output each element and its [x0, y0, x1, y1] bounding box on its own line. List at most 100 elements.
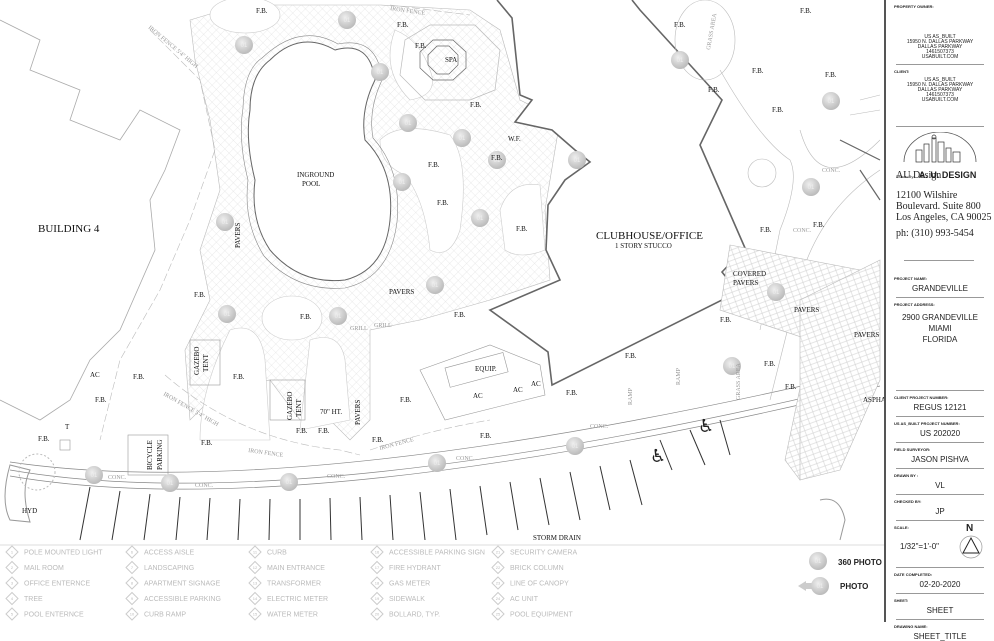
pavers-label: PAVERS — [234, 223, 242, 248]
conc-label: CONC. — [822, 168, 841, 174]
hydrant-island — [4, 464, 31, 523]
iron-fence-label: IRON FENCE — [248, 448, 284, 459]
photo-360-marker[interactable]: 01 — [723, 357, 741, 375]
legend-diamond-icon — [491, 607, 505, 621]
firm-name: AU Design — [896, 170, 942, 181]
photo-360-marker[interactable]: 01 — [235, 36, 253, 54]
grill-label: GRILL — [374, 323, 392, 329]
legend-label: MAIL ROOM — [24, 565, 64, 572]
legend-number: 10 — [130, 612, 135, 617]
drawing-name-caption: DRAWING NAME: — [894, 624, 928, 629]
photo-360-marker[interactable]: 01 — [822, 92, 840, 110]
legend-diamond-icon — [125, 576, 139, 590]
photo-360-icon — [809, 552, 827, 570]
project-name-caption: PROJECT NAME: — [894, 276, 928, 281]
ac-label: AC — [531, 380, 541, 388]
owner-line: USABUILT.COM — [921, 54, 959, 60]
legend-diamond-icon — [370, 545, 384, 559]
legend-diamond-icon — [370, 591, 384, 606]
ramp-label: RAMP — [676, 367, 682, 385]
grass-area-label: GRASS AREA — [736, 362, 742, 400]
photo-360-marker[interactable]: 01 — [280, 473, 298, 491]
photo-number: 01 — [399, 180, 406, 186]
fb-label: F.B. — [772, 106, 784, 114]
legend-label: BOLLARD, TYP. — [389, 612, 440, 619]
date-caption: DATE COMPLETED: — [894, 572, 933, 577]
legend-photo: 01 PHOTO — [798, 577, 868, 595]
photo-360-marker[interactable]: 01 — [216, 213, 234, 231]
project-address-line: MIAMI — [928, 324, 952, 333]
sheet: SHEET — [926, 606, 954, 615]
logo-text: A. U. DESIGN — [918, 170, 977, 180]
photo-360-marker[interactable]: 01 — [671, 51, 689, 69]
legend-label: APARTMENT SIGNAGE — [144, 581, 221, 588]
legend-label: CURB — [267, 550, 287, 557]
photo-360-marker[interactable]: 01 — [453, 129, 471, 147]
photo-360-marker[interactable]: 01 — [338, 11, 356, 29]
photo-360-marker[interactable]: 01 — [329, 307, 347, 325]
photo-360-marker[interactable]: 01 — [471, 209, 489, 227]
photo-360-marker[interactable]: 01 — [218, 305, 236, 323]
covered-pavers-label: PAVERS — [733, 279, 758, 287]
photo-360-marker[interactable]: 01 — [802, 178, 820, 196]
grass-area-label: GRASS AREA — [706, 12, 718, 50]
fb-label: F.B. — [296, 427, 308, 435]
photo-360-marker[interactable]: 01 — [161, 474, 179, 492]
fb-label: F.B. — [674, 21, 686, 29]
photo-360-marker[interactable]: 01 — [767, 283, 785, 301]
owner-line: 15950 N. DALLAS PARKWAY — [906, 39, 974, 45]
gazebo-label: TENT — [202, 353, 210, 372]
photo-360-marker[interactable]: 01 — [428, 454, 446, 472]
legend-number: 18 — [375, 581, 380, 586]
legend-diamond-icon — [5, 607, 19, 621]
field-surveyor-caption: FIELD SURVEYOR: — [894, 447, 931, 452]
legend-number: 16 — [375, 550, 380, 555]
conc-label: CONC. — [456, 456, 475, 462]
fb-label: F.B. — [491, 154, 503, 162]
checked-by: JP — [935, 507, 945, 516]
pavers-label: PAVERS — [854, 331, 879, 339]
photo-360-icon — [218, 305, 236, 323]
legend-label: CURB RAMP — [144, 612, 186, 619]
legend-number: 25 — [496, 612, 501, 617]
legend-number: 15 — [253, 612, 258, 617]
photo-360-marker[interactable]: 01 — [488, 151, 506, 169]
photo-360-icon — [280, 473, 298, 491]
photo-360-marker[interactable]: 01 — [371, 63, 389, 81]
conc-label: CONC. — [195, 483, 214, 489]
photo-360-marker[interactable]: 01 — [393, 173, 411, 191]
photo-360-icon — [329, 307, 347, 325]
pavers-label: PAVERS — [389, 288, 414, 296]
project-name: GRANDEVILLE — [911, 284, 969, 293]
photo-number: 01 — [572, 444, 579, 450]
photo-360-icon — [471, 209, 489, 227]
gazebo-label: TENT — [295, 398, 303, 417]
photo-360-marker[interactable]: 01 — [568, 151, 586, 169]
photo-360-icon — [767, 283, 785, 301]
gazebo-label: GAZEBO — [286, 392, 294, 420]
photo-360-marker[interactable]: 01 — [566, 437, 584, 455]
photo-360-marker[interactable]: 01 — [85, 466, 103, 484]
scale: 1/32"=1'-0" — [900, 542, 940, 551]
photo-360-marker[interactable]: 01 — [426, 276, 444, 294]
legend-label: TREE — [24, 596, 43, 603]
photo-number: 01 — [773, 290, 780, 296]
fb-label: F.B. — [428, 161, 440, 169]
fb-label: F.B. — [415, 42, 427, 50]
client-line: US AS_BUILT — [924, 77, 956, 83]
photo-number: 01 — [574, 158, 581, 164]
fb-label: F.B. — [437, 199, 449, 207]
legend-label: FIRE HYDRANT — [389, 565, 441, 572]
legend-number: 2 — [11, 565, 14, 570]
legend-item: 10 CURB RAMP — [125, 607, 186, 621]
legend-diamond-icon — [370, 607, 384, 621]
legend-number: 3 — [11, 581, 14, 586]
photo-360-marker[interactable]: 01 — [399, 114, 417, 132]
legend-diamond-icon — [125, 545, 139, 559]
